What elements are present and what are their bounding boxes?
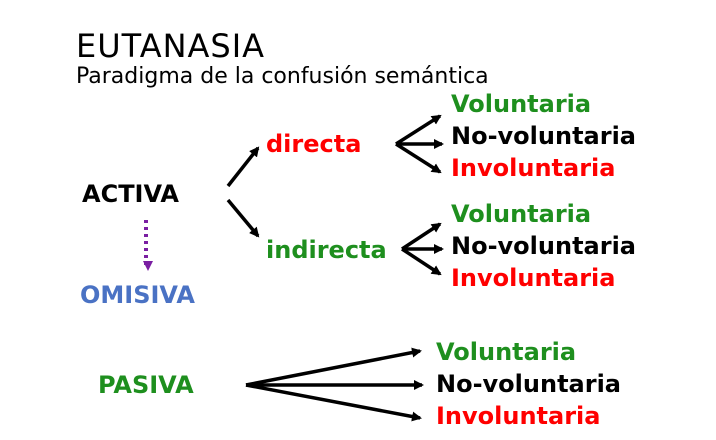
directa-voluntaria: Voluntaria [451,90,592,118]
node-directa: directa [266,130,362,158]
indirecta-voluntaria: Voluntaria [451,200,592,228]
node-pasiva: PASIVA [98,371,194,399]
indirecta-no-voluntaria: No-voluntaria [451,232,636,260]
arrow-indirecta-to-involuntaria [401,247,442,276]
diagram-subtitle: Paradigma de la confusión semántica [76,64,489,89]
node-indirecta: indirecta [266,236,387,264]
directa-no-voluntaria: No-voluntaria [451,122,636,150]
arrow-directa-to-involuntaria [395,142,442,174]
node-activa: ACTIVA [82,180,180,208]
pasiva-no-voluntaria: No-voluntaria [436,370,621,398]
arrow-activa-to-directa [226,146,260,188]
directa-involuntaria: Involuntaria [451,154,616,182]
arrow-indirecta-to-voluntaria [401,222,442,251]
arrow-pasiva-to-voluntaria [245,347,422,387]
pasiva-voluntaria: Voluntaria [436,338,577,366]
arrow-directa-to-voluntaria [395,114,442,146]
pasiva-involuntaria: Involuntaria [436,402,601,430]
indirecta-involuntaria: Involuntaria [451,264,616,292]
node-omisiva: OMISIVA [80,281,195,309]
arrow-activa-to-indirecta [226,198,260,238]
diagram-title: EUTANASIA [76,27,266,65]
arrow-pasiva-to-involuntaria [245,383,422,422]
